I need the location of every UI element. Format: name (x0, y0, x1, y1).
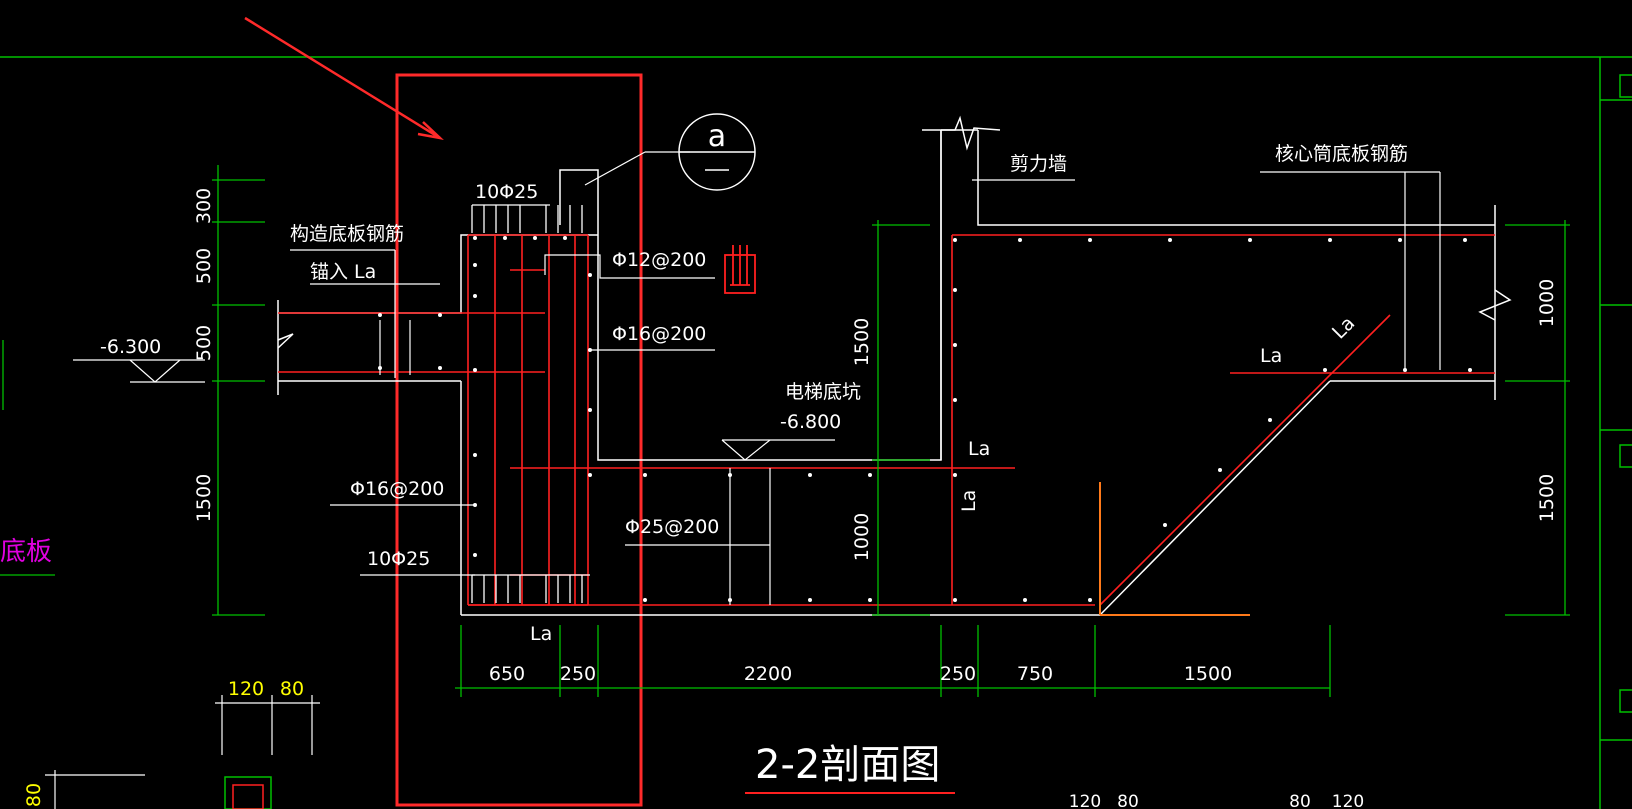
dim-br-2: 80 (1117, 792, 1139, 809)
label-rebar-16-200-a: Φ16@200 (612, 323, 706, 345)
label-anchor-la: 锚入 La (310, 261, 376, 283)
dim-edge-80: 80 (23, 783, 45, 807)
label-rebar-12-200: Φ12@200 (612, 249, 706, 271)
dim-bottom-3: 2200 (744, 663, 792, 685)
label-bars-bottom: 10Φ25 (367, 548, 430, 570)
drawing-frame (0, 56, 1632, 809)
dim-small-80: 80 (280, 678, 304, 700)
label-elevator-pit: 电梯底坑 (785, 381, 861, 403)
dim-br-3: 80 (1289, 792, 1311, 809)
dim-bottom-1: 650 (489, 663, 525, 685)
dim-right-2: 1500 (1536, 474, 1558, 522)
label-core-slab-rebar: 核心筒底板钢筋 (1275, 143, 1408, 165)
bottom-bar-ticks (471, 204, 590, 603)
orange-lines (1099, 482, 1250, 616)
dim-left-4: 1500 (193, 474, 215, 522)
dim-br-1: 120 (1069, 792, 1101, 809)
highlight-box[interactable] (395, 73, 643, 807)
label-rebar-25-200: Φ25@200 (625, 516, 719, 538)
label-la-pit-h: La (968, 438, 990, 460)
label-la-pit-v: La (958, 490, 980, 512)
annotation-arrow (244, 16, 444, 140)
dim-bottom-5: 750 (1017, 663, 1053, 685)
dimension-lines (0, 165, 1570, 697)
dim-br-4: 120 (1332, 792, 1364, 809)
detail-marker-letter: a (708, 119, 726, 154)
leader-lines (73, 151, 1441, 605)
small-dimension-group (45, 695, 320, 809)
label-structural-slab-rebar: 构造底板钢筋 (290, 223, 404, 245)
small-column-rebar (232, 784, 264, 809)
dim-left-2: 500 (193, 248, 215, 284)
dim-left-3: 500 (193, 325, 215, 361)
detail-marker[interactable]: a (678, 113, 756, 191)
label-elev-left: -6.300 (100, 336, 161, 358)
dim-bottom-2: 250 (560, 663, 596, 685)
label-la-right: La (1260, 345, 1282, 367)
label-shear-wall: 剪力墙 (1010, 153, 1067, 175)
dim-bottom-6: 1500 (1184, 663, 1232, 685)
rebar-dots (378, 236, 1472, 602)
dim-left-1: 300 (193, 188, 215, 224)
dim-right-1: 1000 (1536, 279, 1558, 327)
small-column-section (224, 776, 272, 809)
dim-small-120: 120 (228, 678, 264, 700)
right-edge-markers (1600, 74, 1632, 741)
label-elev-pit-level: -6.800 (780, 411, 841, 433)
label-la-bottom: La (530, 623, 552, 645)
label-bars-top: 10Φ25 (475, 181, 538, 203)
drawing-title: 2-2剖面图 (755, 742, 940, 788)
label-bottom-slab: 底板 (0, 537, 52, 567)
dim-bottom-4: 250 (940, 663, 976, 685)
dim-pit-1: 1500 (851, 318, 873, 366)
dim-pit-2: 1000 (851, 513, 873, 561)
concrete-outline (277, 115, 1512, 616)
label-rebar-16-200-b: Φ16@200 (350, 478, 444, 500)
rebar-symbol-icon (724, 245, 756, 294)
